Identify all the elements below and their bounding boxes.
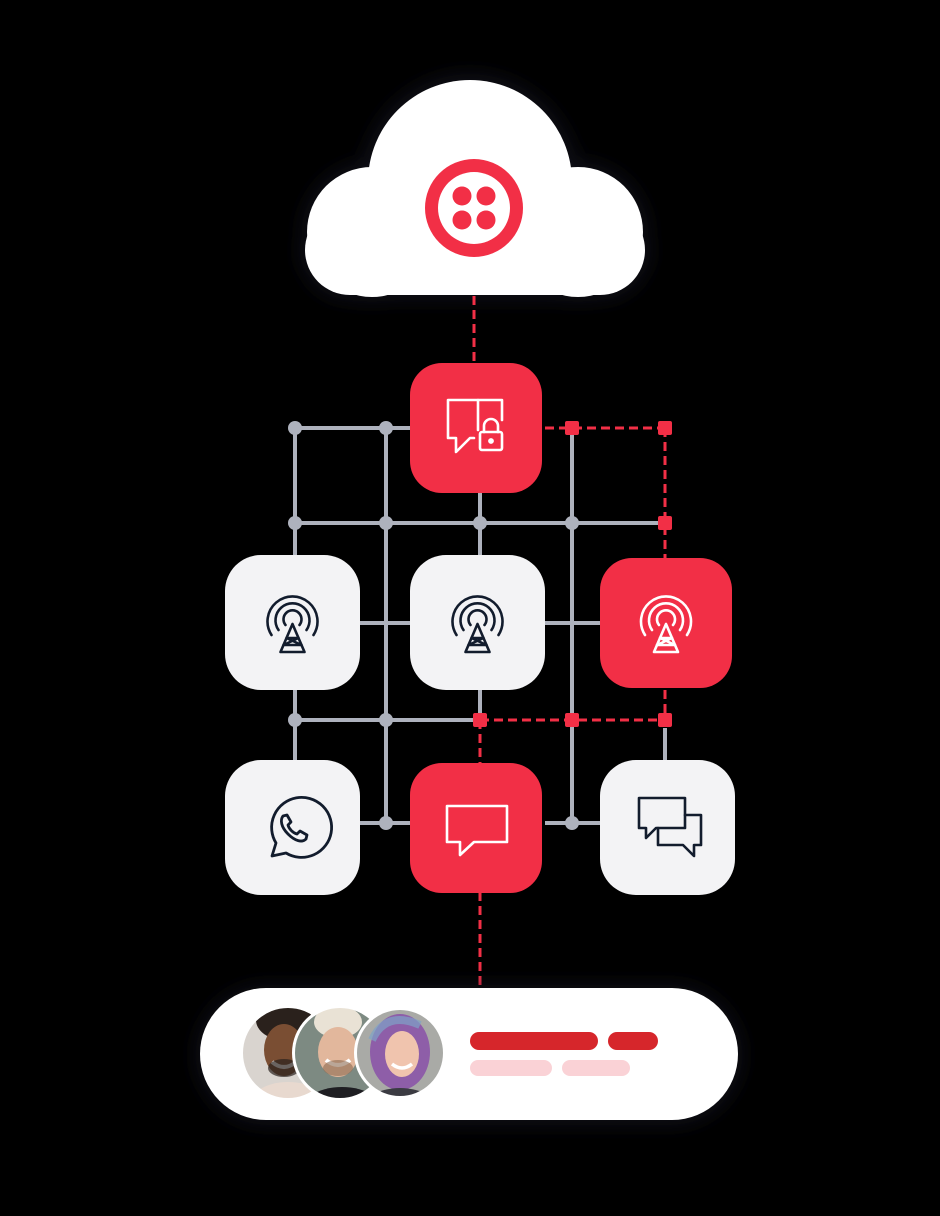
route-dot — [473, 713, 487, 727]
route-dot — [658, 516, 672, 530]
junction-dot — [565, 816, 579, 830]
avatar[interactable] — [352, 1005, 452, 1136]
junction-dot — [288, 421, 302, 435]
chat-bubbles-icon — [637, 796, 703, 858]
junction-dot — [379, 516, 393, 530]
audience-card — [196, 985, 742, 1136]
node-tower-left[interactable] — [225, 555, 360, 690]
secure-message-lock-icon — [446, 398, 504, 454]
node-whatsapp[interactable] — [225, 760, 360, 895]
route-dot — [658, 421, 672, 435]
route-dot — [565, 421, 579, 435]
broadcast-tower-icon — [266, 595, 319, 654]
broadcast-tower-icon — [639, 595, 693, 654]
whatsapp-icon — [270, 796, 333, 859]
twilio-logo-icon — [425, 159, 523, 257]
junction-dot — [473, 516, 487, 530]
node-conversations[interactable] — [600, 760, 735, 895]
node-sms[interactable] — [410, 763, 542, 893]
junction-dot — [565, 516, 579, 530]
placeholder-bar — [470, 1060, 552, 1076]
placeholder-bar — [470, 1032, 598, 1050]
node-tower-right[interactable] — [600, 558, 732, 688]
route-junctions — [473, 421, 672, 727]
chat-bubble-icon — [445, 804, 509, 857]
junction-dot — [379, 816, 393, 830]
broadcast-tower-icon — [451, 595, 504, 654]
junction-dot — [379, 713, 393, 727]
placeholder-bar — [608, 1032, 658, 1050]
node-tower-center[interactable] — [410, 555, 545, 690]
cloud — [300, 74, 650, 302]
placeholder-bar — [562, 1060, 630, 1076]
grid-junctions — [288, 421, 579, 830]
junction-dot — [379, 421, 393, 435]
junction-dot — [288, 516, 302, 530]
junction-dot — [288, 713, 302, 727]
node-secure-message[interactable] — [410, 363, 542, 493]
route-dot — [565, 713, 579, 727]
text-placeholder — [470, 1032, 658, 1076]
route-dot — [658, 713, 672, 727]
